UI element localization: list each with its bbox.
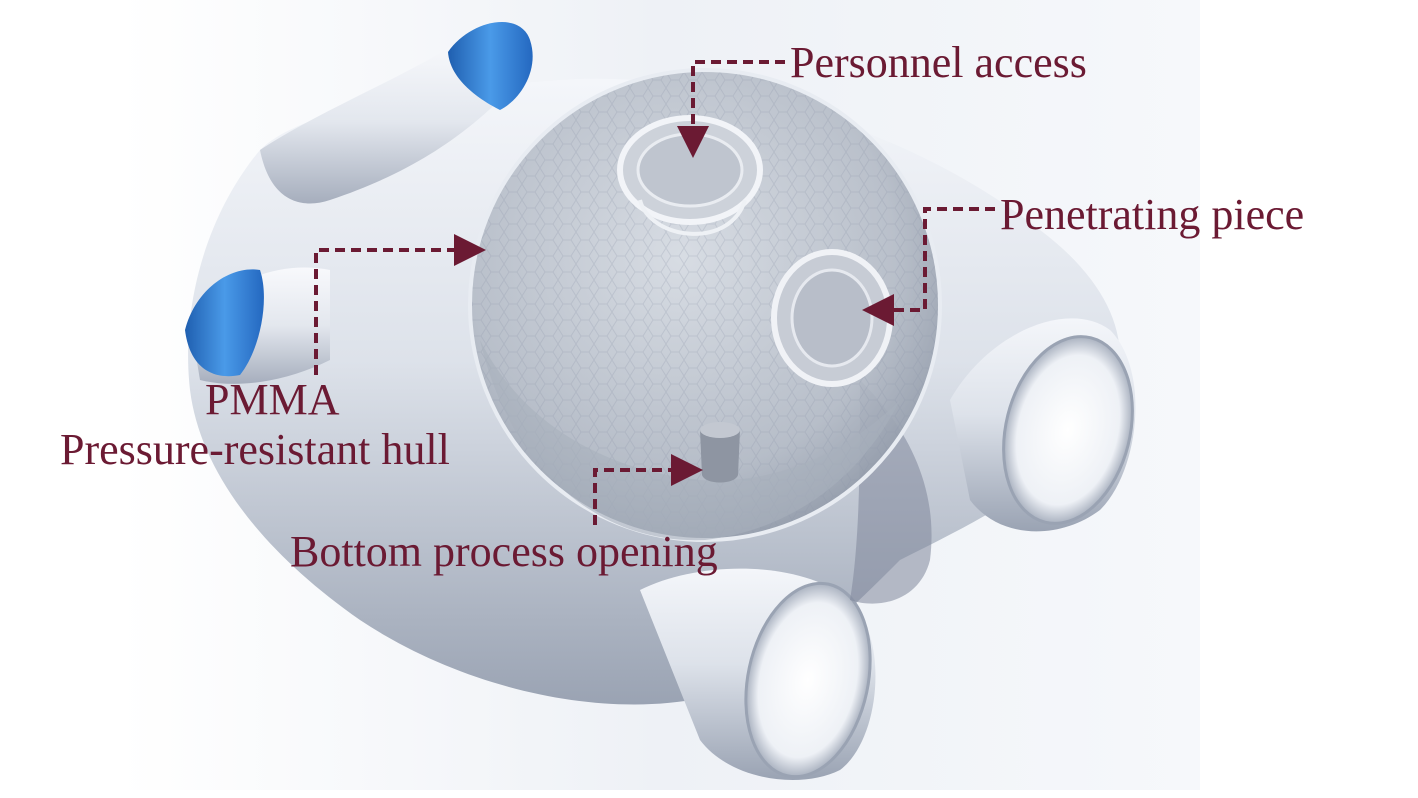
label-pmma: PMMA xyxy=(205,375,340,424)
leader-penetrating-piece xyxy=(862,207,995,326)
tube-bottom-mouth xyxy=(744,581,872,779)
penetrating-piece-port xyxy=(771,249,893,387)
label-penetrating-piece: Penetrating piece xyxy=(1000,190,1305,239)
tube-right-mouth xyxy=(1002,335,1134,525)
label-pressure-resistant-hull: Pressure-resistant hull xyxy=(60,425,450,474)
end-band-lower xyxy=(185,269,264,377)
pmma-sphere-texture xyxy=(472,72,938,538)
label-personnel-access: Personnel access xyxy=(790,38,1087,87)
label-bottom-process-opening: Bottom process opening xyxy=(290,527,718,576)
leader-pressure-hull xyxy=(314,234,486,375)
sphere-inner-cavity xyxy=(480,340,900,541)
tube-upper-left xyxy=(260,40,510,204)
end-band-upper xyxy=(448,22,533,110)
leader-bottom-opening xyxy=(593,454,703,525)
personnel-access-port xyxy=(617,115,763,236)
bottom-process-opening-port xyxy=(700,422,740,483)
leader-personnel-access xyxy=(677,60,785,158)
